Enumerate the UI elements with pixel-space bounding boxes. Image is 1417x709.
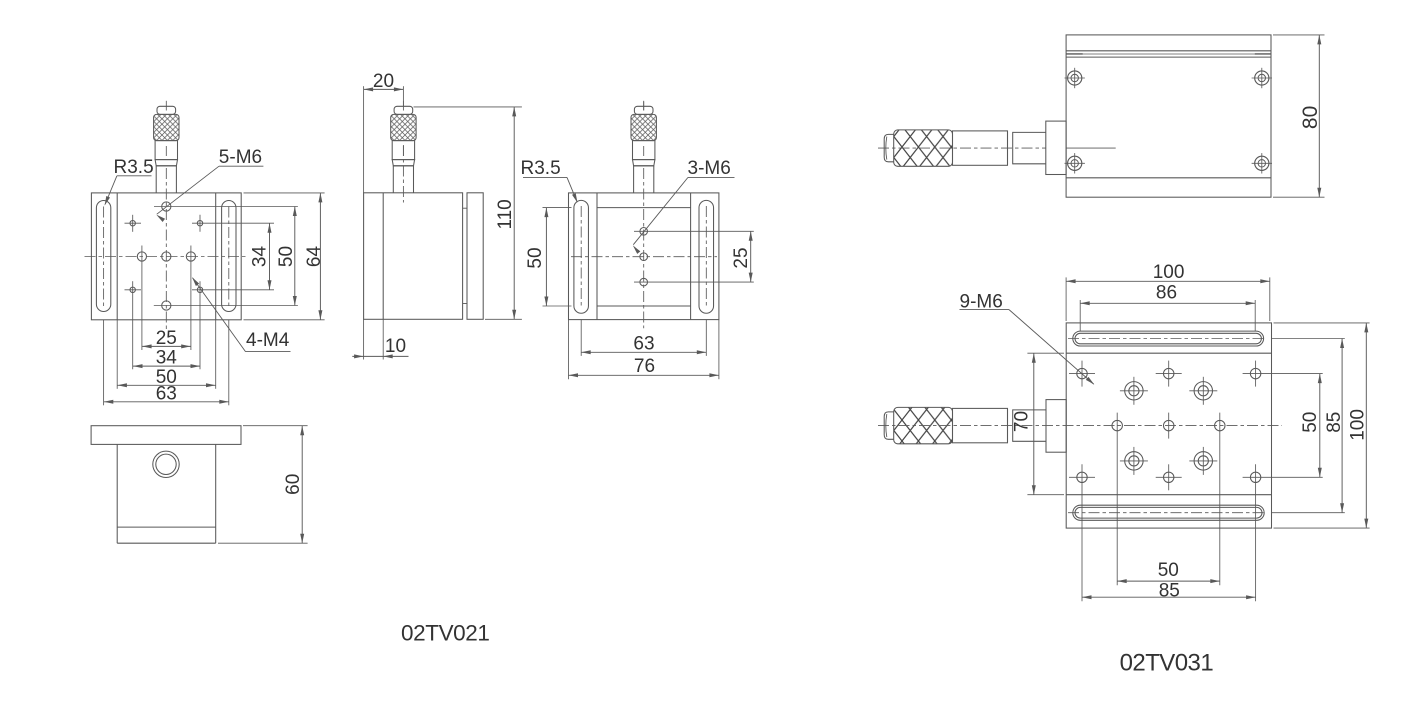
svg-text:63: 63	[156, 384, 177, 405]
svg-text:3-M6: 3-M6	[688, 158, 731, 179]
svg-text:50: 50	[525, 247, 546, 268]
svg-text:110: 110	[495, 199, 516, 229]
svg-text:70: 70	[1011, 411, 1032, 432]
svg-text:20: 20	[373, 71, 394, 92]
svg-text:86: 86	[1156, 282, 1177, 303]
svg-text:50: 50	[1300, 412, 1321, 433]
svg-text:64: 64	[304, 246, 325, 268]
svg-text:76: 76	[634, 356, 655, 377]
svg-text:50: 50	[276, 246, 297, 267]
svg-text:02TV031: 02TV031	[1120, 650, 1214, 677]
svg-text:9-M6: 9-M6	[960, 291, 1003, 312]
svg-text:02TV021: 02TV021	[401, 621, 490, 646]
svg-text:R3.5: R3.5	[521, 158, 561, 179]
svg-text:10: 10	[385, 336, 406, 357]
svg-text:25: 25	[156, 328, 177, 349]
svg-text:50: 50	[1158, 560, 1179, 581]
svg-text:63: 63	[633, 333, 654, 354]
svg-text:5-M6: 5-M6	[219, 147, 262, 168]
svg-text:100: 100	[1153, 262, 1185, 283]
svg-text:34: 34	[156, 348, 178, 369]
svg-text:4-M4: 4-M4	[246, 330, 290, 351]
svg-text:50: 50	[156, 367, 177, 388]
svg-text:25: 25	[731, 247, 752, 268]
svg-text:85: 85	[1159, 580, 1180, 601]
svg-text:80: 80	[1299, 106, 1322, 129]
svg-text:100: 100	[1348, 409, 1369, 441]
svg-text:85: 85	[1324, 412, 1345, 433]
svg-text:34: 34	[249, 246, 270, 268]
svg-text:R3.5: R3.5	[114, 157, 154, 178]
svg-text:60: 60	[283, 474, 304, 495]
